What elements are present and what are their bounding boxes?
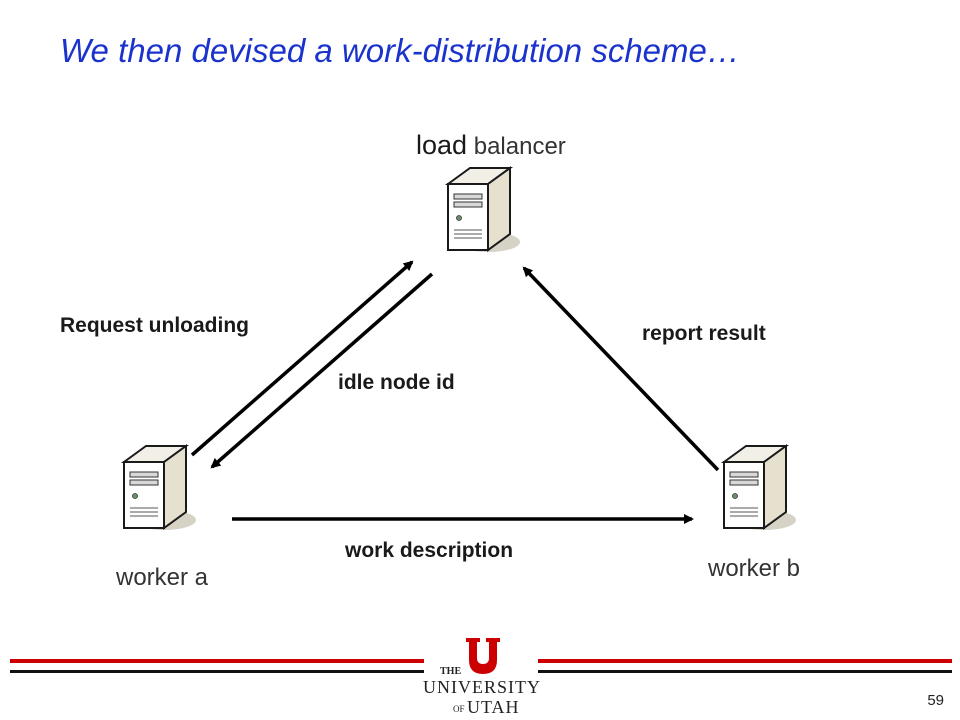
worker-b-server-icon	[720, 444, 796, 530]
footer-line-right-black	[538, 670, 952, 673]
load-balancer-label-word1: load	[416, 130, 468, 160]
worker-b-label: worker b	[708, 555, 801, 582]
arrow-request-unloading	[190, 260, 414, 457]
work-description-label: work description	[345, 539, 514, 562]
footer-line-left-black	[10, 670, 424, 673]
load-balancer-label: load balancer	[416, 130, 566, 161]
request-unloading-label: Request unloading	[60, 314, 249, 337]
arrow-idle-node-id	[210, 272, 434, 469]
page-number: 59	[927, 692, 944, 709]
footer-line-left-red	[10, 659, 424, 663]
university-logo: THE UNIVERSITY OF UTAH	[420, 636, 541, 717]
worker-a-server-icon	[120, 444, 196, 530]
logo-utah-text: UTAH	[467, 697, 520, 717]
block-u-icon	[466, 638, 500, 674]
logo-of-text: OF	[453, 704, 465, 714]
idle-node-id-label: idle node id	[338, 371, 455, 394]
load-balancer-label-word2: balancer	[473, 133, 566, 160]
logo-the-text: THE	[440, 666, 462, 677]
load-balancer-server-icon	[444, 166, 520, 252]
slide-title: We then devised a work-distribution sche…	[60, 32, 740, 69]
worker-a-label: worker a	[116, 564, 209, 591]
report-result-label: report result	[642, 322, 766, 345]
footer-line-right-red	[538, 659, 952, 663]
arrow-report-result	[522, 266, 720, 472]
logo-university-text: UNIVERSITY	[423, 677, 541, 697]
